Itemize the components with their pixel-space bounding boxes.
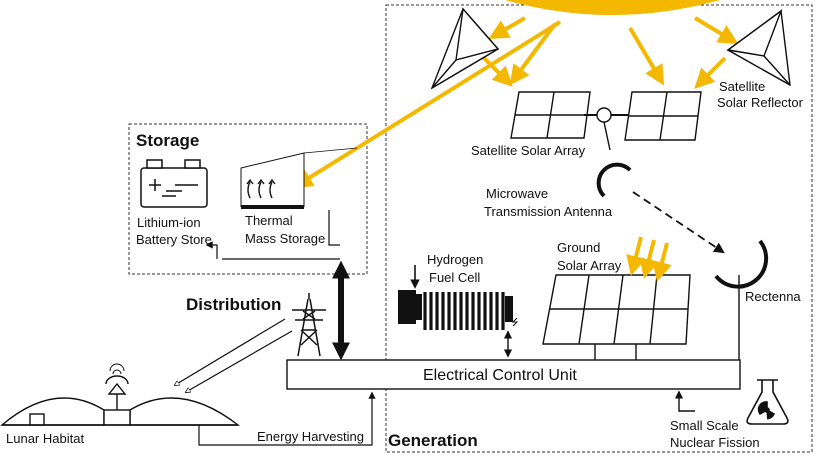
thermal-storage-icon (240, 147, 358, 209)
satellite-array-label: Satellite Solar Array (471, 143, 586, 158)
microwave-label-line2: Transmission Antenna (484, 204, 613, 219)
ecu-label: Electrical Control Unit (423, 367, 577, 384)
habitat-feed-lines (175, 318, 293, 392)
nuclear-label-line1: Small Scale (670, 418, 739, 433)
hydrogen-label-line2: Fuel Cell (429, 270, 480, 285)
reflector-label-line2: Solar Reflector (717, 95, 804, 110)
ground-array-label-line1: Ground (557, 240, 600, 255)
satellite-solar-array (510, 91, 702, 151)
energy-harvesting-label: Energy Harvesting (257, 429, 364, 444)
sun-icon (505, 0, 720, 15)
nuclear-flask-icon (746, 379, 789, 425)
battery-label-line1: Lithium-ion (137, 215, 201, 230)
generation-heading: Generation (388, 431, 478, 450)
fuel-cell-icon (398, 265, 519, 330)
storage-box (128, 123, 368, 275)
reflector-label-line1: Satellite (719, 79, 765, 94)
energy-harvest-link (198, 391, 376, 446)
nuclear-link (674, 390, 695, 412)
reflector-icon (430, 7, 500, 90)
sun-rays (292, 16, 739, 189)
antenna-dish-icon (596, 162, 632, 198)
microwave-beam (632, 191, 725, 254)
battery-icon (140, 159, 208, 208)
solar-panel-icon (542, 274, 691, 360)
thermal-label-line2: Mass Storage (245, 231, 325, 246)
hydrogen-label-line1: Hydrogen (427, 252, 483, 267)
microwave-label-line1: Microwave (486, 186, 548, 201)
lunar-habitat-label: Lunar Habitat (6, 431, 84, 446)
power-pylon-icon (292, 293, 326, 357)
nuclear-label-line2: Nuclear Fission (670, 435, 760, 450)
lunar-dome-icon (0, 363, 241, 426)
antenna-dish-icon (714, 239, 769, 289)
ground-sun-rays (626, 236, 672, 282)
rectenna-label: Rectenna (745, 289, 801, 304)
thermal-link (328, 210, 340, 246)
ecu-box (286, 359, 741, 390)
ground-array-label-line2: Solar Array (557, 258, 622, 273)
battery-label-line2: Battery Store (136, 232, 212, 247)
battery-link (205, 241, 218, 259)
reflector-icon (726, 9, 791, 87)
distribution-heading: Distribution (186, 295, 281, 314)
storage-heading: Storage (136, 131, 199, 150)
thermal-label-line1: Thermal (245, 213, 293, 228)
